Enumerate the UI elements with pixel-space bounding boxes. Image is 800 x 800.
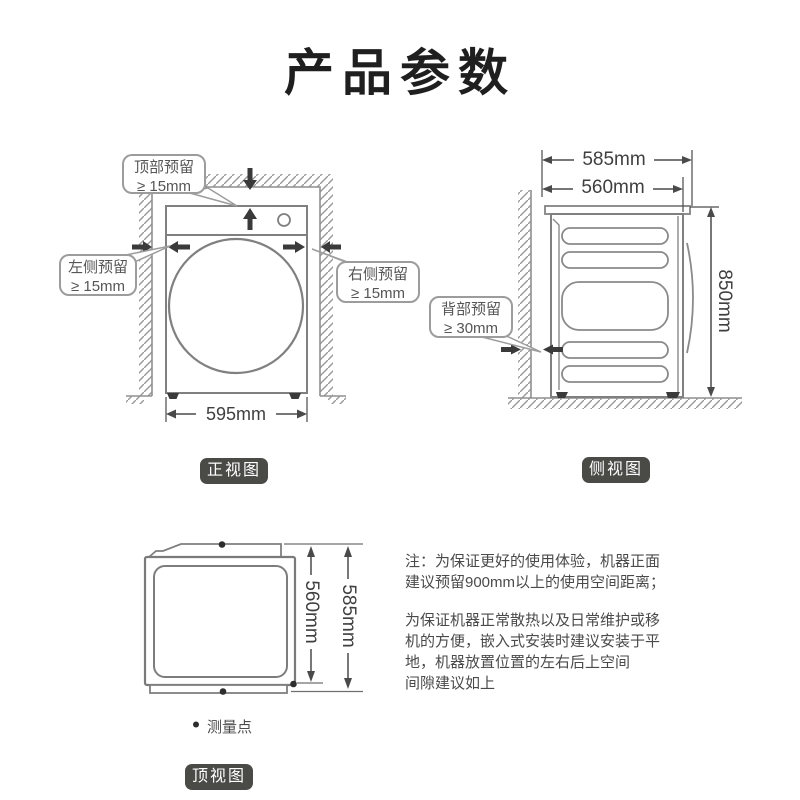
- top-dim-arrows: [307, 546, 352, 689]
- side-depth-total-dim-label: 585mm: [574, 150, 654, 170]
- front-wall-base-hatch-right: [328, 396, 346, 404]
- bubble-line: ≥ 15mm: [70, 278, 126, 295]
- front-clearance-arrows: [132, 168, 341, 253]
- right-clearance-bubble: 右侧预留 ≥ 15mm: [336, 261, 420, 303]
- top-view-drawing: [143, 541, 363, 728]
- side-door-arc: [686, 242, 694, 354]
- note-paragraph: 为保证机器正常散热以及日常维护或移 机的方便，嵌入式安装时建议安装于平 地，机器…: [405, 612, 661, 692]
- front-door-circle: [167, 237, 305, 375]
- bubble-line: ≥ 30mm: [443, 320, 499, 337]
- bubble-line: ≥ 15mm: [350, 285, 406, 302]
- front-width-dim-label: 595mm: [196, 404, 276, 424]
- top-clearance-bubble: 顶部预留 ≥ 15mm: [122, 154, 206, 195]
- top-lid-inner: [153, 565, 288, 678]
- front-knob-circle: [277, 213, 291, 227]
- side-lid: [544, 205, 691, 215]
- side-back-panel-line: [552, 218, 560, 390]
- top-measure-dots: [218, 541, 297, 695]
- top-extension-lines: [284, 543, 363, 693]
- side-view-drawing: [481, 150, 742, 409]
- top-total-dim-label: 585mm: [338, 579, 359, 653]
- top-front-band: [149, 684, 288, 694]
- side-feet: [556, 392, 680, 398]
- front-right-wall-hatch: [320, 187, 333, 396]
- top-back-edge: [148, 543, 282, 558]
- measure-point-legend: 测量点: [207, 719, 253, 736]
- top-view-label: 顶视图: [185, 764, 253, 790]
- side-wall-hatch: [518, 190, 531, 398]
- bubble-line: ≥ 15mm: [136, 178, 192, 195]
- top-body-dim-label: 560mm: [301, 575, 322, 649]
- front-left-wall-hatch: [139, 187, 152, 396]
- bubble-line: 顶部预留: [133, 159, 194, 176]
- bubble-line: 背部预留: [440, 301, 501, 318]
- front-wall-base-hatch-left: [126, 396, 144, 404]
- side-view-label: 侧视图: [582, 457, 650, 483]
- front-view-label: 正视图: [200, 458, 268, 484]
- front-view-drawing: [113, 168, 365, 422]
- side-vents: [561, 227, 669, 383]
- dim-arrow: [297, 409, 307, 419]
- side-depth-body-dim-label: 560mm: [573, 178, 653, 198]
- left-clearance-bubble: 左侧预留 ≥ 15mm: [59, 254, 137, 296]
- side-height-dim-label: 850mm: [714, 269, 735, 333]
- legend-dot: [193, 721, 199, 728]
- back-clearance-bubble: 背部预留 ≥ 30mm: [429, 296, 513, 338]
- bubble-line: 左侧预留: [67, 259, 128, 276]
- dim-arrow: [166, 409, 176, 419]
- installation-notes: 注：为保证更好的使用体验，机器正面 建议预留900mm以上的使用空间距离； 为保…: [405, 551, 743, 694]
- page-title: 产品参数: [284, 45, 516, 101]
- side-dim-arrows: [542, 156, 715, 397]
- bubble-line: 右侧预留: [347, 266, 408, 283]
- note-paragraph: 注：为保证更好的使用体验，机器正面 建议预留900mm以上的使用空间距离；: [405, 553, 666, 591]
- side-floor-hatch: [508, 398, 742, 409]
- side-clearance-arrows: [501, 344, 563, 355]
- front-alcove-line: [151, 186, 321, 396]
